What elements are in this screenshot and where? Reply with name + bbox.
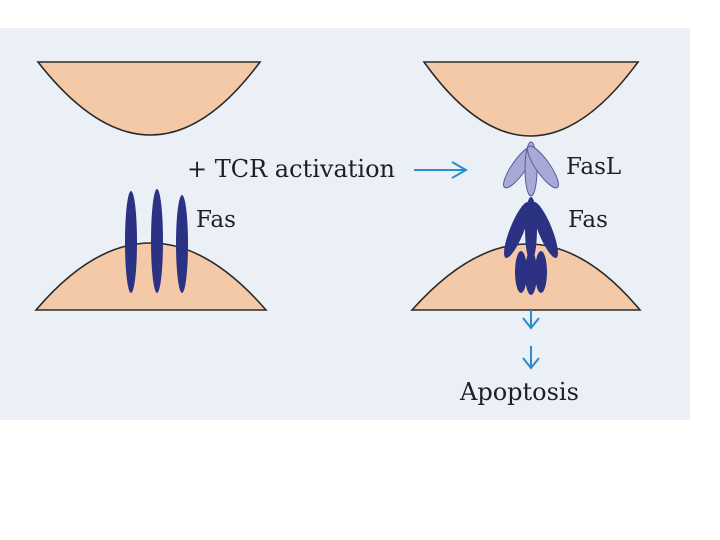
fas-label-right: Fas — [568, 207, 608, 233]
diagram-panel: Fas + TCR activation FasL Fas — [0, 28, 690, 420]
tcr-activation-label: + TCR activation — [187, 155, 395, 183]
fas-bound-receptor-1 — [504, 202, 530, 258]
fas-receptor-2 — [151, 189, 163, 293]
fas-receptor-1 — [125, 191, 137, 293]
fas-bound-stalk-2 — [525, 251, 537, 295]
fas-fasl-diagram: Fas + TCR activation FasL Fas — [34, 61, 642, 406]
signal-arrow-2 — [522, 346, 540, 370]
left-lower-cell — [34, 242, 268, 311]
fasl-ligand-3 — [527, 145, 559, 189]
fas-bound-stalk-1 — [515, 251, 527, 293]
signal-arrow-1 — [522, 310, 540, 330]
left-upper-cell — [36, 61, 262, 136]
apoptosis-label: Apoptosis — [459, 378, 579, 406]
fas-bound-receptor-3 — [532, 202, 558, 258]
tcr-arrow — [414, 161, 469, 179]
right-upper-cell — [422, 61, 640, 137]
fas-bound-stalk-3 — [535, 251, 547, 293]
fas-receptor-3 — [176, 195, 188, 293]
fasl-label: FasL — [566, 154, 621, 180]
fas-label-left: Fas — [196, 207, 236, 233]
